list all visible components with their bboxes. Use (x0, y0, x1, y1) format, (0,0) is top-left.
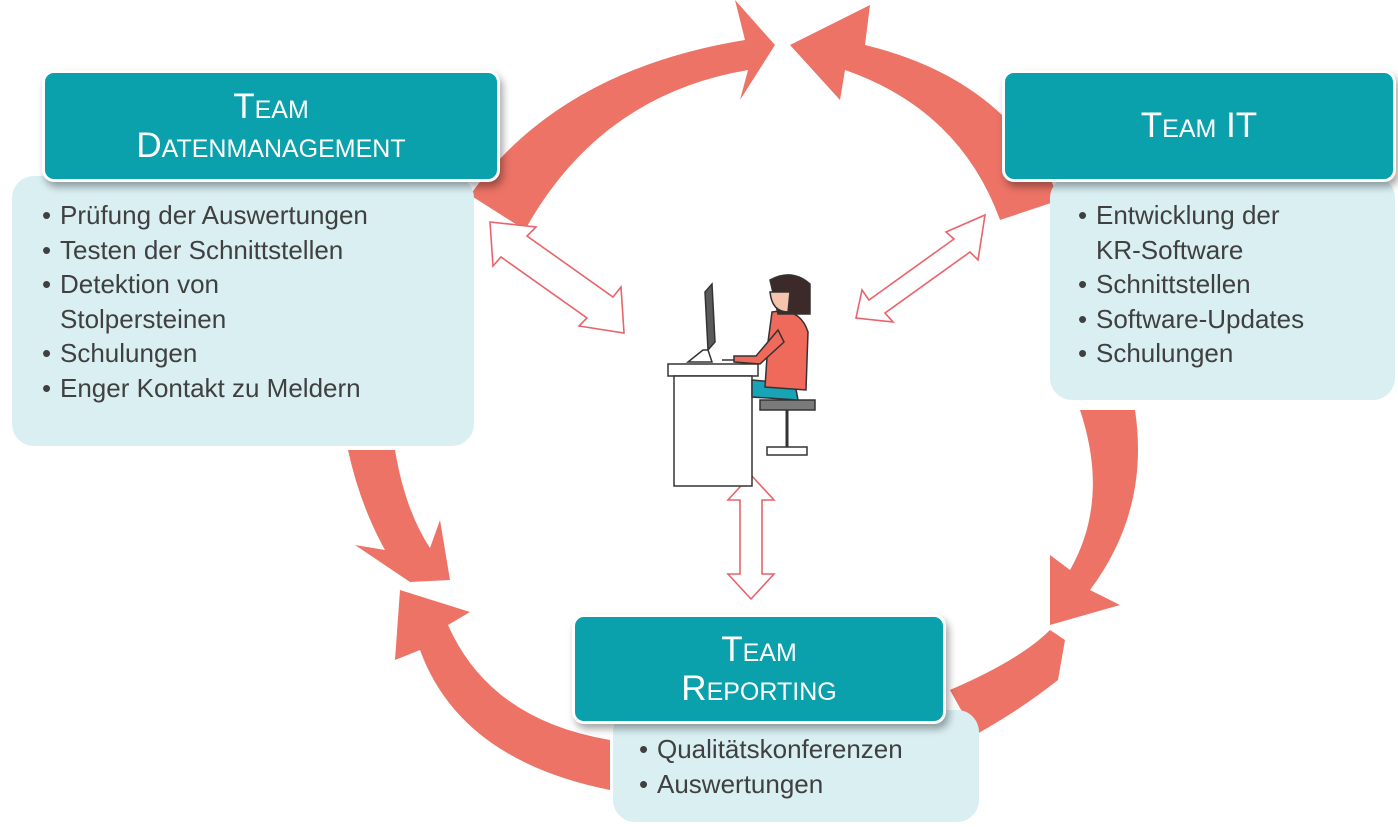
list-item: Schulungen (42, 336, 462, 371)
team-reporting-tasks: Qualitätskonferenzen Auswertungen (613, 710, 979, 822)
cycle-arrow-bottom-left (395, 590, 610, 790)
team-datenmanagement-title: Team Datenmanagement (42, 70, 500, 182)
team-datenmanagement-tasks: Prüfung der Auswertungen Testen der Schn… (12, 176, 474, 446)
connector-arrows (489, 213, 987, 601)
person-at-computer-icon (667, 274, 816, 487)
list-item: Schulungen (1078, 336, 1378, 371)
double-arrow-bottom (726, 473, 776, 601)
team-it-title: Team IT (1002, 70, 1396, 182)
list-item: Qualitätskonferenzen (639, 732, 969, 767)
cycle-arrow-bottom-right (950, 630, 1065, 735)
title-line-2: Datenmanagement (136, 126, 406, 165)
list-item: Prüfung der Auswertungen (42, 198, 462, 233)
list-item: Enger Kontakt zu Meldern (42, 371, 462, 406)
list-item: Entwicklung der KR-Software (1078, 198, 1326, 267)
double-arrow-right (855, 213, 987, 324)
cycle-arrow-right (1050, 410, 1138, 625)
cycle-arrows (348, 0, 1138, 790)
team-reporting-title: Team Reporting (572, 614, 946, 724)
cycle-arrow-top-right (790, 5, 1060, 220)
task-list: Prüfung der Auswertungen Testen der Schn… (42, 198, 462, 405)
list-item: Schnittstellen (1078, 267, 1378, 302)
list-item: Detektion von Stolpersteinen (42, 267, 280, 336)
title-line-1: Team (233, 86, 309, 126)
cycle-arrow-left (348, 450, 450, 582)
task-list: Qualitätskonferenzen Auswertungen (639, 732, 969, 801)
title-line-1: Team (721, 629, 797, 669)
list-item: Software-Updates (1078, 302, 1378, 337)
double-arrow-left (489, 221, 625, 334)
cycle-arrow-top-left (470, 0, 775, 230)
list-item: Testen der Schnittstellen (42, 233, 462, 268)
team-it-tasks: Entwicklung der KR-Software Schnittstell… (1050, 176, 1395, 400)
title-line-2: Reporting (681, 669, 837, 708)
list-item: Auswertungen (639, 767, 969, 802)
title-line-1: Team IT (1140, 106, 1258, 146)
task-list: Entwicklung der KR-Software Schnittstell… (1078, 198, 1378, 371)
